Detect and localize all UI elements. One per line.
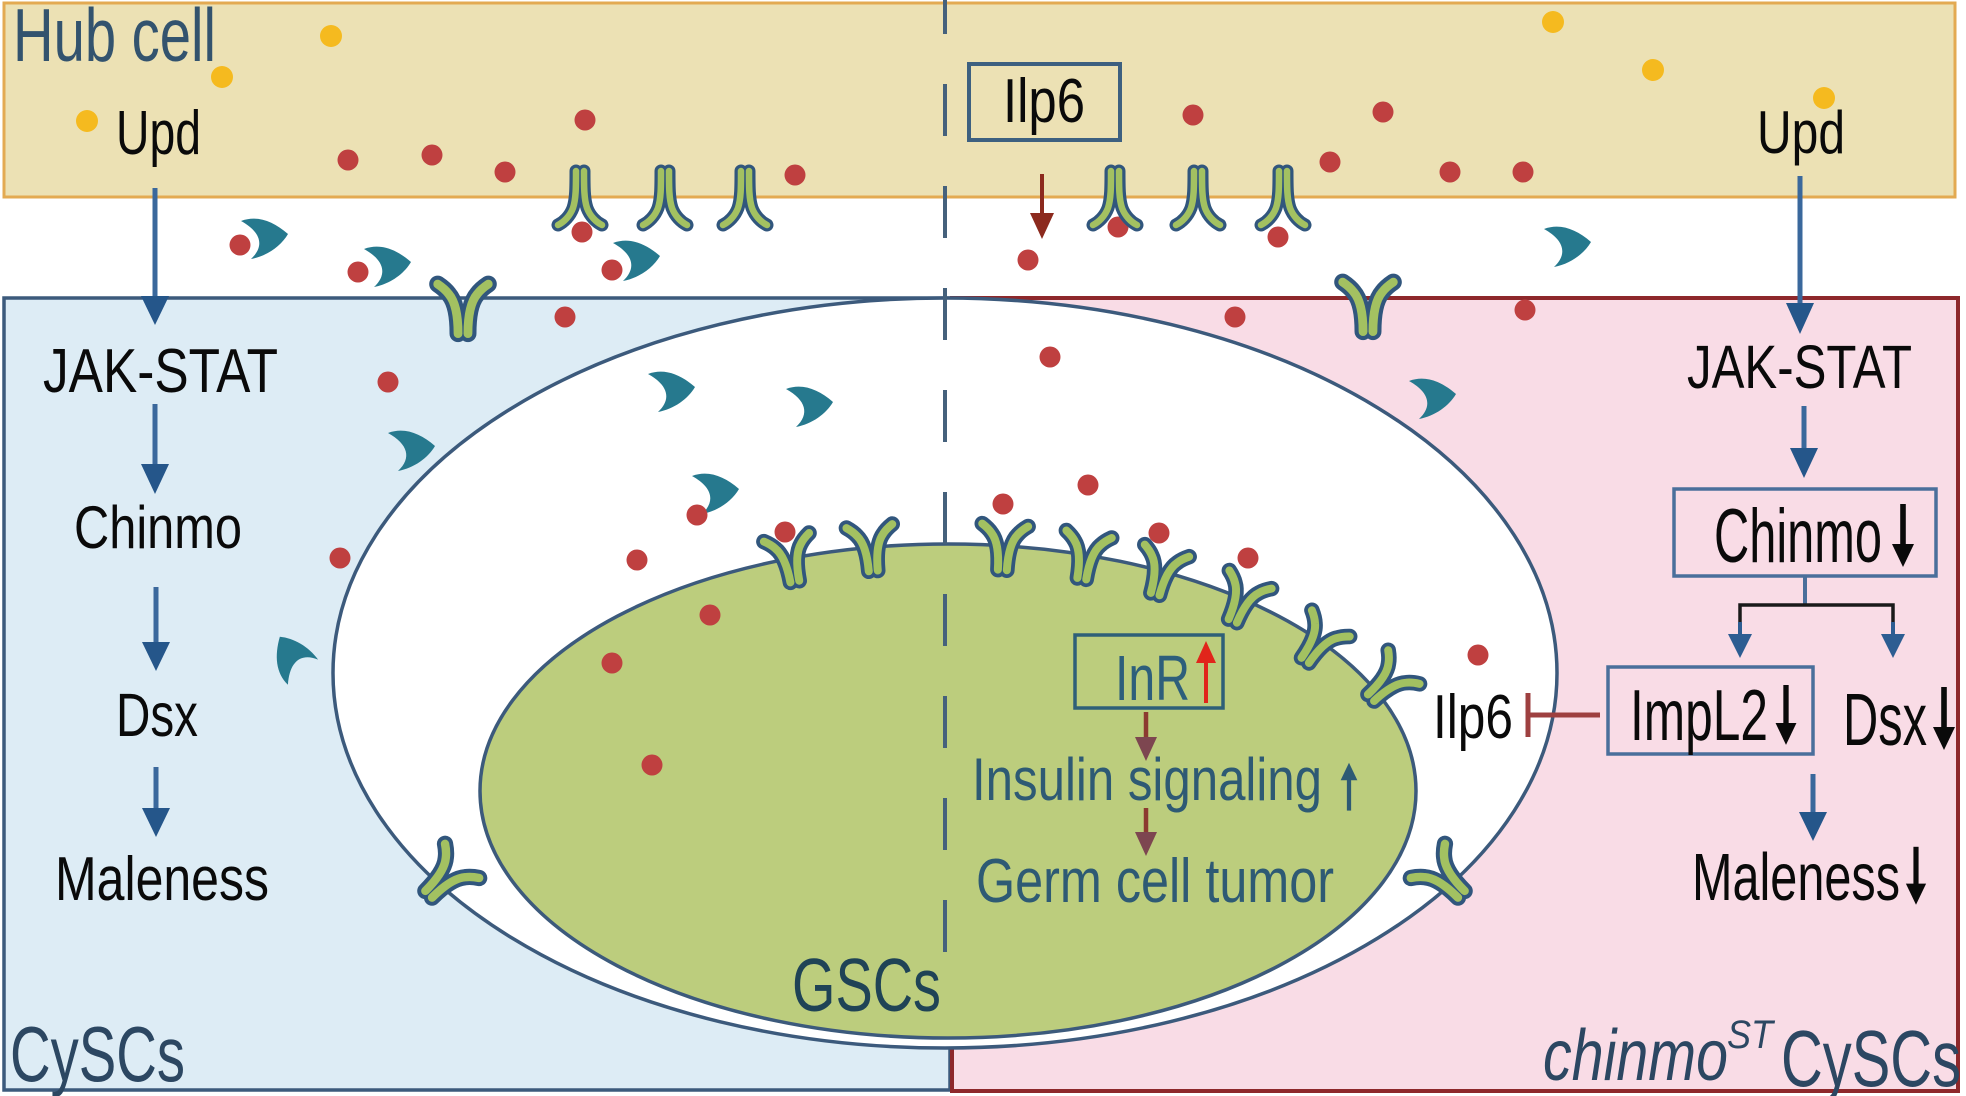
svg-text:GSCs: GSCs [792,943,941,1027]
svg-text:Maleness: Maleness [55,845,269,914]
svg-text:CySCs: CySCs [1781,1014,1961,1096]
svg-text:Insulin signaling: Insulin signaling [972,746,1322,813]
svg-text:InR: InR [1115,642,1190,714]
svg-text:chinmo: chinmo [1543,1016,1728,1096]
svg-text:Dsx: Dsx [1843,678,1927,761]
svg-text:ImpL2: ImpL2 [1630,676,1768,756]
svg-text:JAK-STAT: JAK-STAT [1687,333,1912,401]
svg-text:Upd: Upd [116,99,201,168]
svg-text:Dsx: Dsx [116,681,198,749]
svg-text:Chinmo: Chinmo [1714,494,1882,579]
svg-text:Germ cell tumor: Germ cell tumor [976,847,1334,916]
svg-text:Hub cell: Hub cell [13,0,216,77]
svg-text:Ilp6: Ilp6 [1003,67,1085,136]
svg-text:ST: ST [1727,1013,1775,1057]
svg-text:JAK-STAT: JAK-STAT [43,337,278,406]
svg-text:Chinmo: Chinmo [74,494,242,561]
svg-text:Maleness: Maleness [1692,840,1900,915]
svg-text:Upd: Upd [1757,99,1845,166]
svg-text:Ilp6: Ilp6 [1433,683,1513,752]
svg-text:CySCs: CySCs [10,1010,185,1096]
